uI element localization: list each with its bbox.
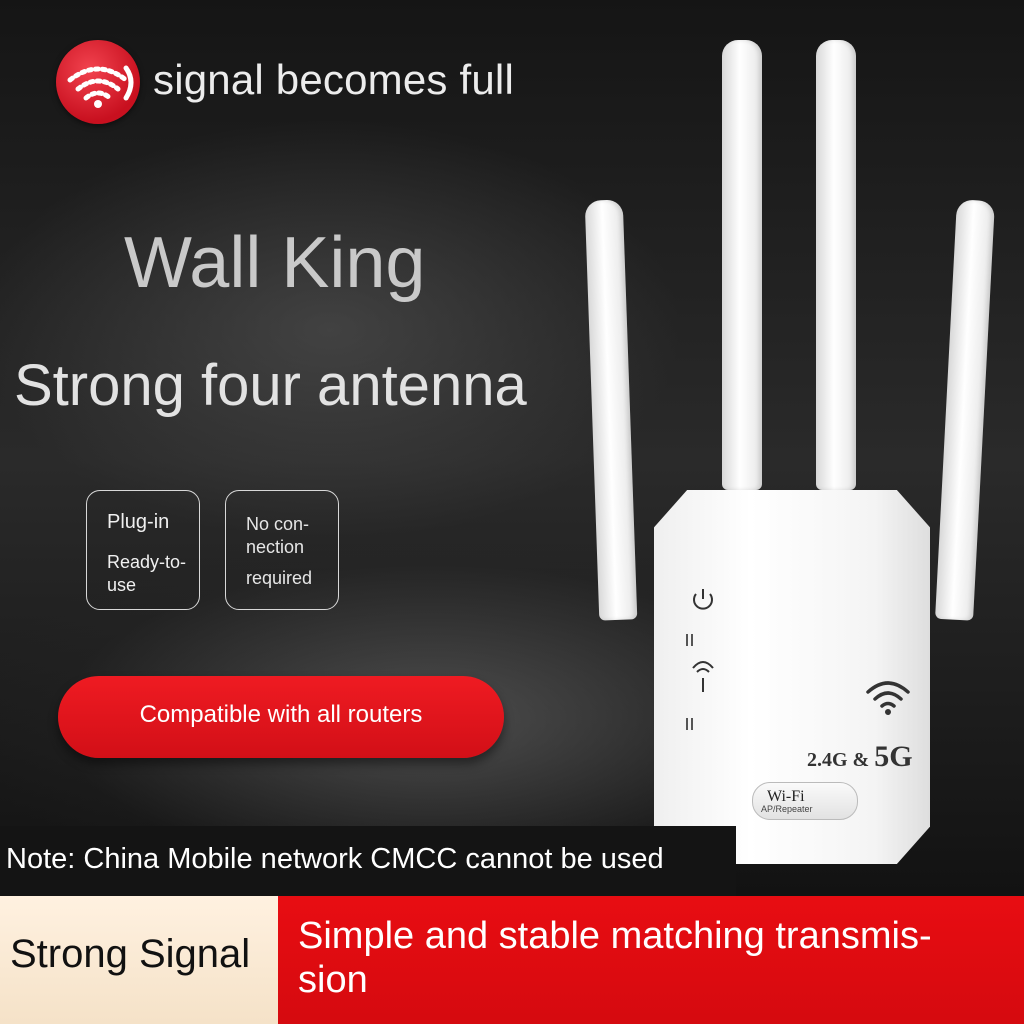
signal-tower-icon (692, 661, 714, 692)
band-main: 5G (874, 740, 913, 773)
feature-no-connection: No con-nection required (225, 490, 339, 610)
antenna-center-left (722, 40, 762, 490)
feature-detail: required (246, 568, 313, 588)
transmission-label: Simple and stable matching transmis-sion (298, 915, 932, 1001)
feature-detail: Ready-to-use (107, 552, 187, 595)
strong-signal-panel: Strong Signal (0, 896, 278, 1024)
top-tagline: signal becomes full (153, 56, 514, 103)
strong-signal-label: Strong Signal (10, 932, 251, 976)
feature-title: Plug-in (107, 511, 170, 533)
wifi-signal-icon (67, 65, 134, 108)
feature-title: No con-nection (246, 514, 310, 557)
wifi-repeater-product: 2.4G & 5G Wi-Fi AP/Repeater (580, 30, 1020, 880)
feature-plug-in: Plug-in Ready-to-use (86, 490, 200, 610)
wifi-icon (866, 681, 910, 715)
wifi-signal-badge (56, 40, 140, 124)
note-bar (0, 826, 736, 896)
network-note: Note: China Mobile network CMCC cannot b… (6, 843, 664, 875)
power-icon (693, 589, 713, 610)
subheadline: Strong four antenna (14, 353, 527, 418)
band-prefix: 2.4G & (807, 749, 870, 771)
band-label: 2.4G & 5G (807, 740, 913, 774)
antenna-left (584, 199, 638, 621)
led-indicators (686, 589, 714, 730)
transmission-panel: Simple and stable matching transmis-sion (278, 896, 1024, 1024)
compatible-routers-banner: Compatible with all routers (58, 676, 504, 758)
label-title: Wi-Fi (767, 788, 805, 805)
antenna-center-right (816, 40, 856, 490)
antenna-right (935, 199, 995, 621)
label-subtitle: AP/Repeater (761, 804, 813, 814)
wifi-repeater-label: Wi-Fi AP/Repeater (752, 782, 858, 820)
headline: Wall King (124, 223, 426, 303)
